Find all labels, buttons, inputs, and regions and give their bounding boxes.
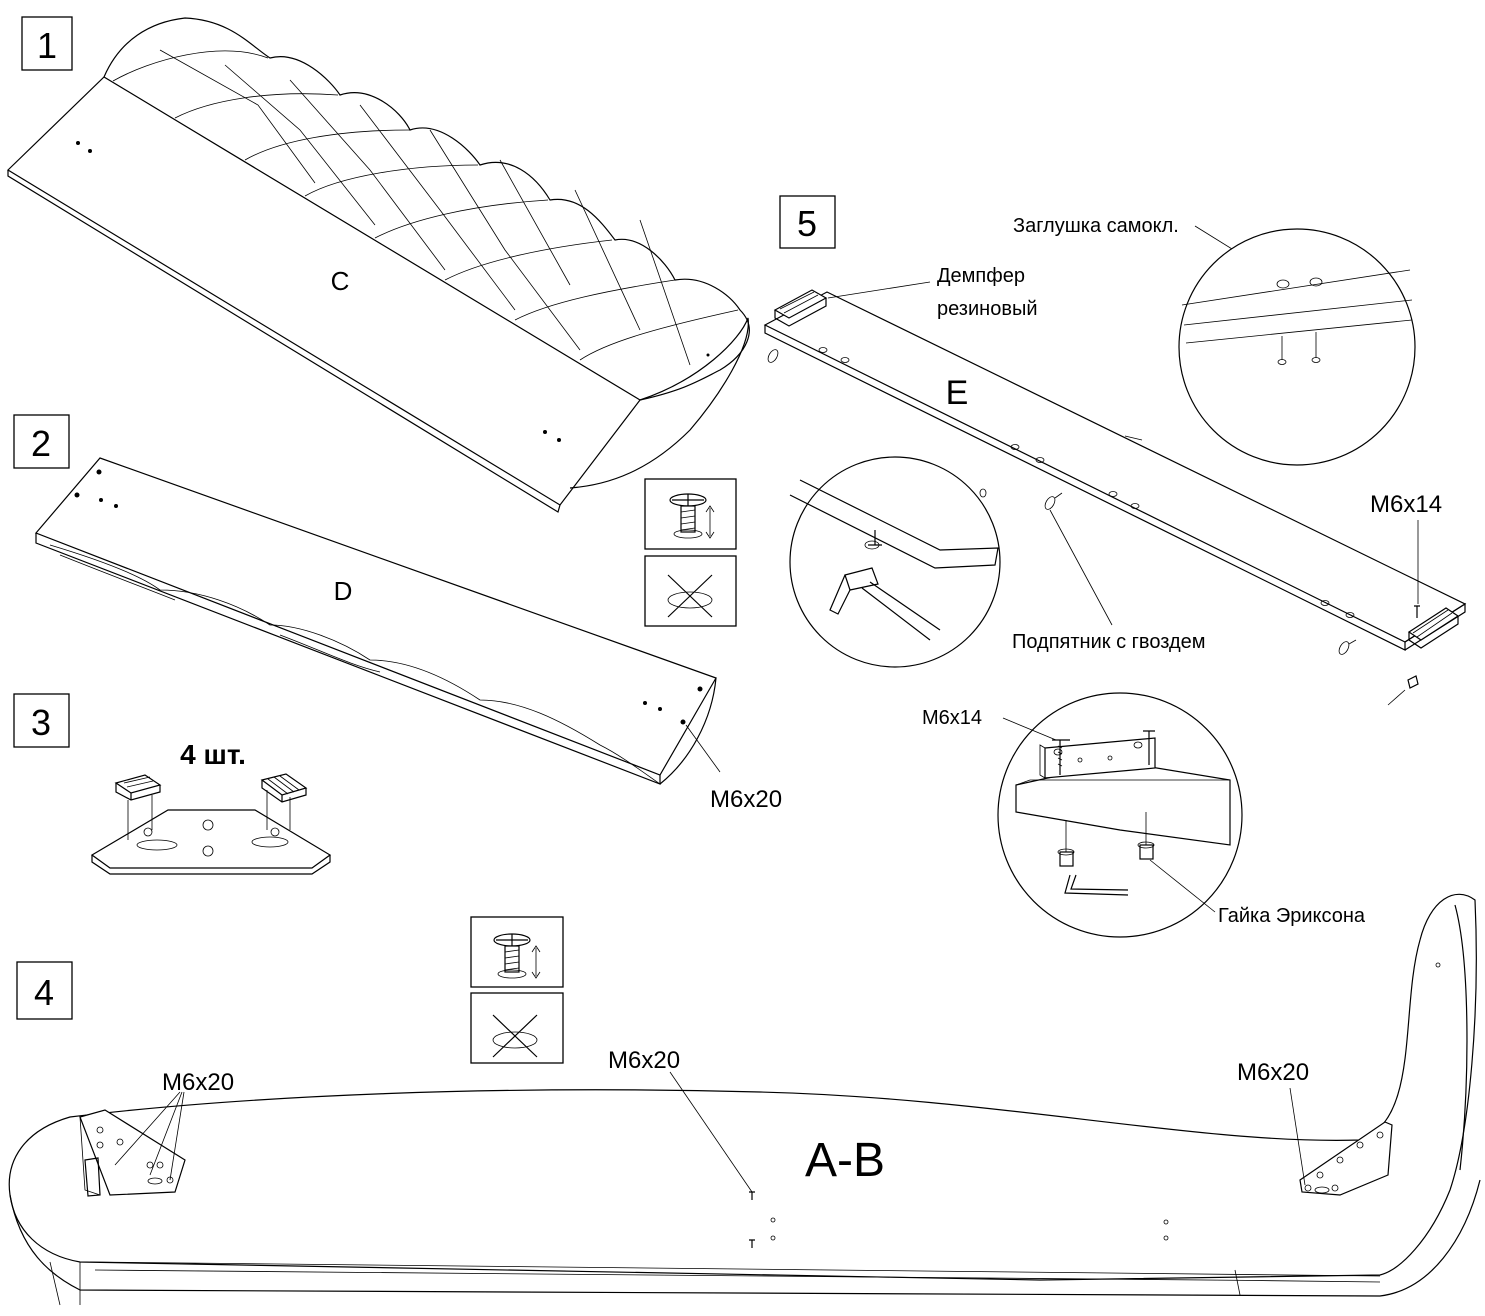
nut-label: Гайка Эриксона — [1218, 905, 1366, 927]
m6x20-label-right: M6x20 — [1237, 1059, 1309, 1086]
part-d-label: D — [334, 576, 353, 606]
step-3-box: 3 — [13, 693, 70, 748]
part-e-label: E — [946, 374, 969, 412]
damper-label-line2: резиновый — [937, 298, 1038, 320]
part-c-panel: C — [7, 17, 750, 513]
m6x14-label-right: M6x14 — [1370, 491, 1442, 518]
part-c-label: C — [331, 266, 350, 296]
m6x20-label-mid: M6x20 — [608, 1047, 680, 1074]
step-3-number: 3 — [31, 702, 51, 743]
step-2-box: 2 — [13, 414, 70, 469]
corner-bracket-detail-circle: M6x14 Гайка Эриксона — [922, 692, 1366, 938]
quantity-label: 4 шт. — [180, 739, 246, 770]
step-5-number: 5 — [797, 203, 817, 244]
step-4-box: 4 — [16, 961, 73, 1020]
glide-label: Подпятник с гвоздем — [1012, 631, 1206, 653]
m6x20-label-d: M6x20 — [710, 786, 782, 813]
plug-label: Заглушка самокл. — [1013, 215, 1179, 237]
part-ab-label: A-B — [805, 1134, 885, 1187]
step-1-number: 1 — [37, 25, 57, 66]
step-5-box: 5 — [779, 195, 836, 249]
plug-detail-circle — [1178, 228, 1416, 466]
step-4-number: 4 — [34, 972, 54, 1013]
step-2-number: 2 — [31, 423, 51, 464]
screw-flush-wrong-icon-lower — [470, 992, 564, 1064]
screw-depth-ok-icon-lower — [470, 916, 564, 988]
m6x14-label-detail: M6x14 — [922, 707, 982, 729]
m6x20-label-left: M6x20 — [162, 1069, 234, 1096]
part-e-panel: E M6x14 Демпфер резиновый Заглушка самок… — [763, 215, 1467, 706]
glide-hammer-detail-circle — [789, 456, 1001, 668]
part-ab-panel: A-B M6x20 M6x20 M6x20 — [8, 893, 1481, 1306]
screw-flush-wrong-icon — [644, 555, 737, 627]
part-d-panel: D M6x20 — [34, 457, 782, 813]
screw-depth-ok-icon — [644, 478, 737, 550]
damper-label-line1: Демпфер — [937, 265, 1025, 287]
step-1-box: 1 — [21, 16, 73, 71]
step-3-mounting-plate: 4 шт. — [90, 739, 332, 875]
